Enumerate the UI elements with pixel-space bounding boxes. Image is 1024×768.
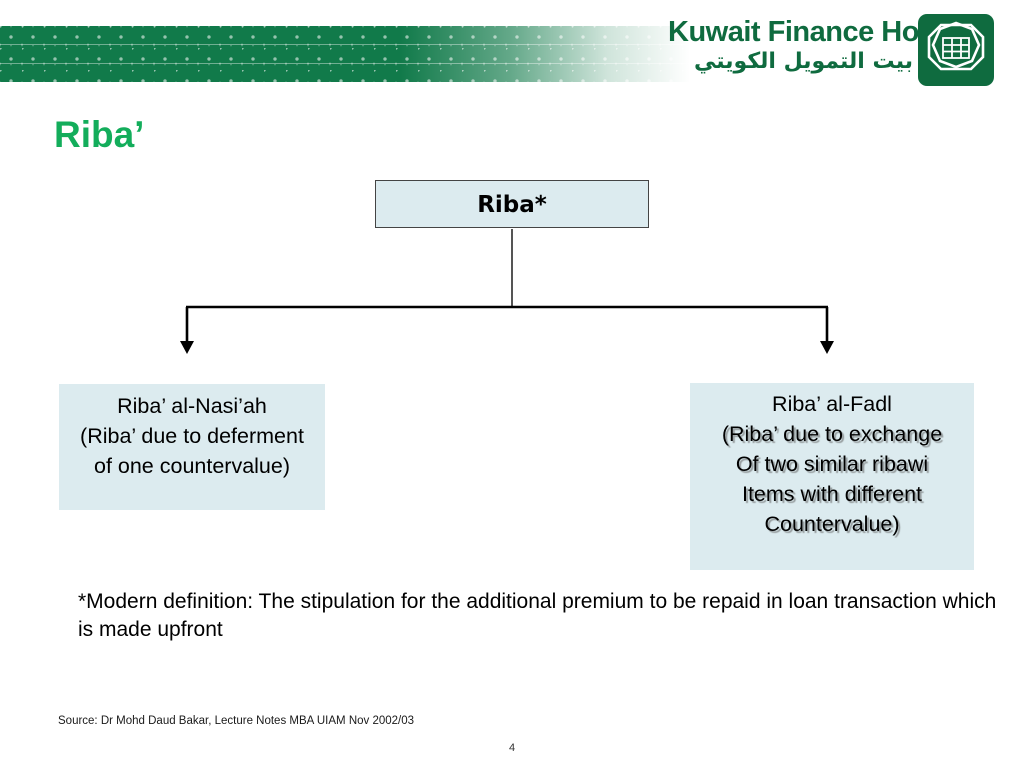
page-title: Riba’ [54, 114, 145, 155]
footnote-text: *Modern definition: The stipulation for … [78, 590, 997, 641]
node-line: (Riba’ due to exchange [721, 422, 943, 446]
node-line: Riba’ al-Fadl [772, 392, 892, 416]
node-line: of one countervalue) [93, 454, 291, 478]
header-banner [0, 26, 690, 82]
logo-wordmark: Kuwait Finance House بيت التمويل الكويتي [668, 16, 968, 76]
node-line: Riba’ al-Nasi’ah [117, 394, 267, 418]
node-line: (Riba’ due to deferment [80, 424, 304, 448]
node-line: Of two similar ribawi [735, 452, 929, 476]
banner-fade-overlay [0, 26, 690, 82]
page-number: 4 [508, 742, 516, 754]
logo-title-arabic: بيت التمويل الكويتي [694, 49, 913, 74]
source-citation: Source: Dr Mohd Daud Bakar, Lecture Note… [58, 715, 415, 727]
node-line: Countervalue) [764, 512, 900, 536]
logo-title-english: Kuwait Finance House [668, 16, 968, 48]
diagram-node-riba-al-fadl: Riba’ al-Fadl (Riba’ due to exchange Of … [690, 383, 974, 570]
kfh-octagon-logo-icon [918, 14, 994, 86]
kfh-logo: Kuwait Finance House بيت التمويل الكويتي [668, 14, 1008, 86]
node-line: Items with different [741, 482, 923, 506]
diagram-node-riba-al-nasiah: Riba’ al-Nasi’ah (Riba’ due to deferment… [59, 384, 325, 510]
diagram-node-riba: Riba* [375, 180, 649, 228]
